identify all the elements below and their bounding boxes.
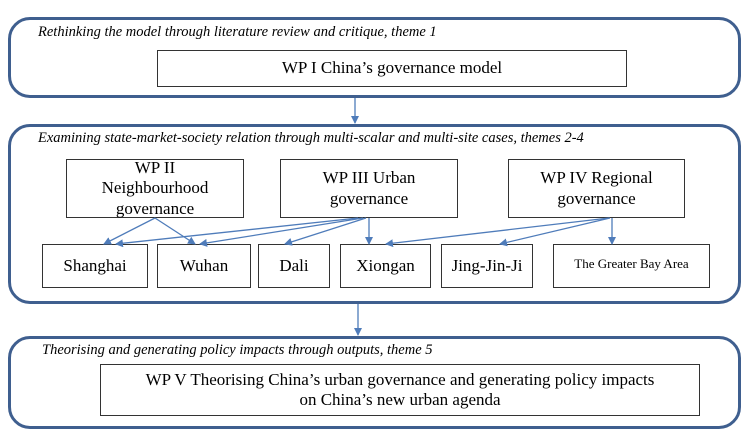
case-shanghai: Shanghai xyxy=(42,244,148,288)
arrow-wp4-jing-jin-ji xyxy=(499,217,611,247)
panel-theme-5 xyxy=(8,336,741,429)
panel-title-theme-5: Theorising and generating policy impacts… xyxy=(42,342,433,358)
arrow-wp3-wuhan xyxy=(199,217,364,247)
case-greater-bay-area: The Greater Bay Area xyxy=(553,244,710,288)
wp2-box: WP II Neighbourhood governance xyxy=(66,158,244,218)
wp5-box: WP V Theorising China’s urban governance… xyxy=(100,364,700,416)
case-dali: Dali xyxy=(258,244,330,288)
arrow-wp4-xiongan xyxy=(385,217,610,248)
arrow-wp3-shanghai xyxy=(115,217,359,248)
wp1-box: WP I China’s governance model xyxy=(157,50,627,87)
panel-themes-2-4 xyxy=(8,124,741,304)
arrow-wp2-wuhan xyxy=(154,217,196,245)
case-jing-jin-ji: Jing-Jin-Ji xyxy=(441,244,533,288)
case-xiongan: Xiongan xyxy=(340,244,431,288)
panel-theme-1 xyxy=(8,17,741,98)
case-wuhan: Wuhan xyxy=(157,244,251,288)
arrow-wp3-dali xyxy=(284,217,367,246)
wp4-box: WP IV Regional governance xyxy=(508,159,685,218)
wp3-box: WP III Urban governance xyxy=(280,159,458,218)
panel-title-themes-2-4: Examining state-market-society relation … xyxy=(38,130,584,146)
panel-title-theme-1: Rethinking the model through literature … xyxy=(38,24,437,40)
arrow-wp2-shanghai xyxy=(103,217,156,245)
